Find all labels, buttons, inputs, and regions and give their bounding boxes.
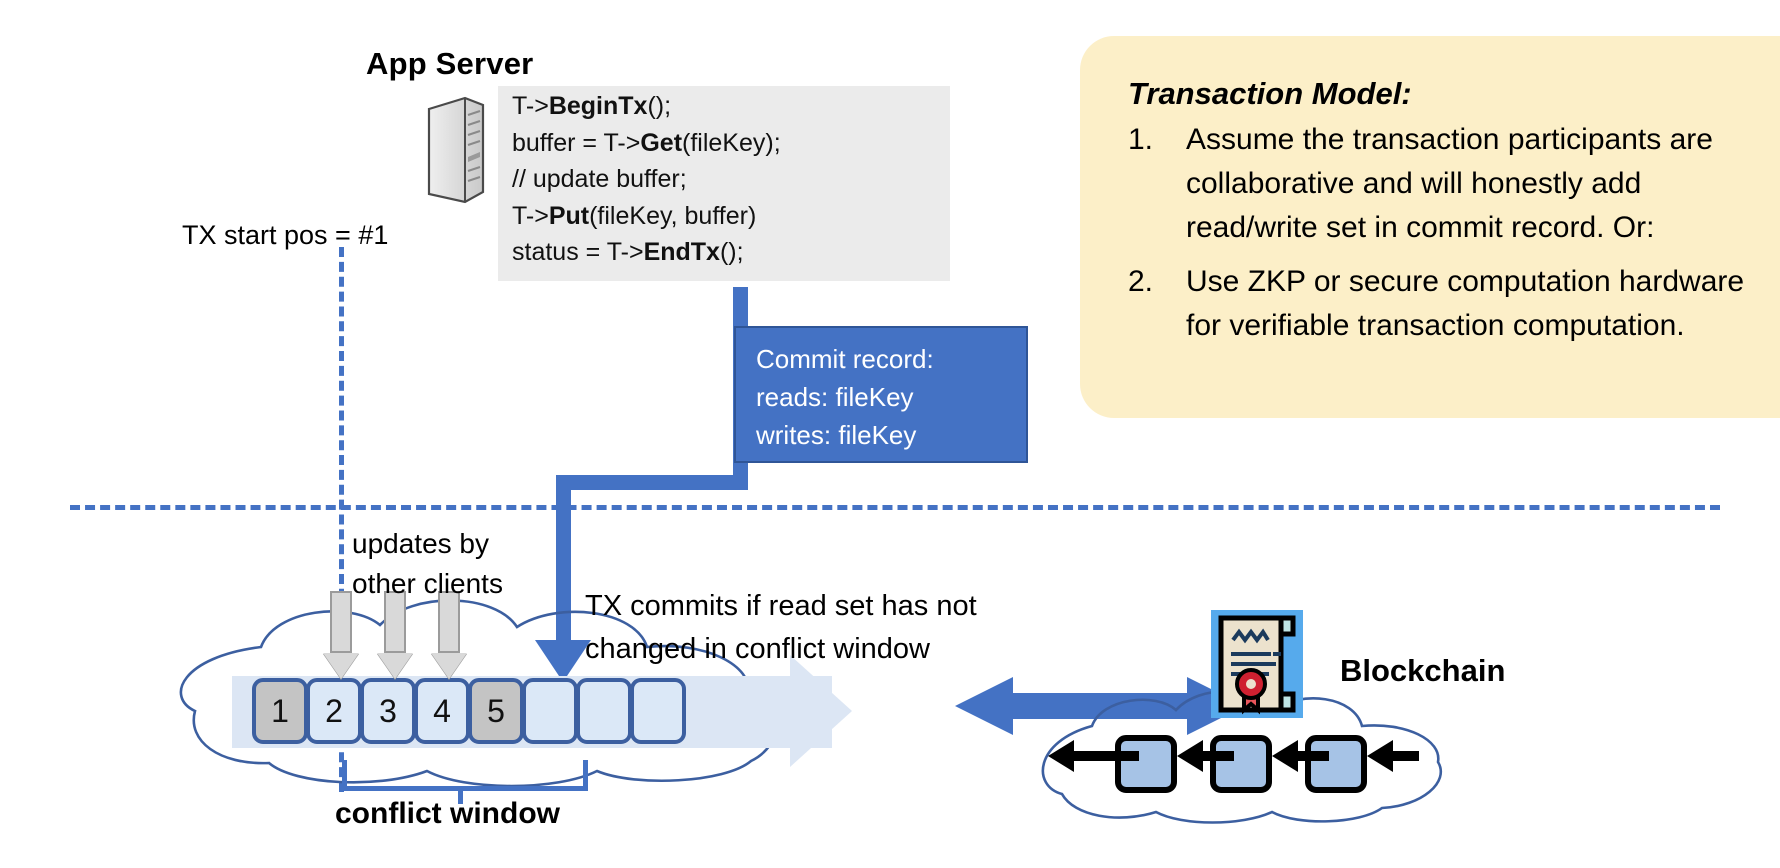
transaction-model-panel: [1080, 36, 1780, 418]
tx-start-dashed-line: [339, 247, 344, 792]
blockchain-block-2[interactable]: [1210, 735, 1272, 793]
ledger-blockchain-sync-arrow-icon: [955, 675, 1245, 737]
ledger-slot-3[interactable]: 3: [360, 678, 416, 744]
transaction-model-item-2-text: Use ZKP or secure computation hardware f…: [1186, 265, 1745, 342]
transaction-model-title: Transaction Model:: [1128, 76, 1412, 111]
tx-commit-note-line2: changed in conflict window: [585, 633, 930, 665]
transaction-model-item-1-number: 1.: [1128, 123, 1154, 156]
transaction-model-item-2: 2. Use ZKP or secure computation hardware…: [1128, 260, 1768, 348]
conflict-window-label: conflict window: [335, 797, 560, 830]
transaction-model-item-1-text: Assume the transaction participants are …: [1186, 123, 1713, 244]
blockchain-block-3[interactable]: [1305, 735, 1367, 793]
updates-label-line2: other clients: [352, 568, 503, 599]
commit-record-line-3: writes: fileKey: [756, 420, 917, 450]
commit-record-line-2: reads: fileKey: [756, 382, 914, 412]
tx-start-pos-label: TX start pos = #1: [182, 220, 389, 250]
code-line-3: // update buffer;: [512, 165, 687, 193]
commit-record-line-1: Commit record:: [756, 344, 934, 374]
commit-record-lines: Commit record: reads: fileKey writes: file…: [756, 340, 1020, 454]
update-arrow-1-icon: [323, 591, 359, 679]
transaction-model-item-1: 1. Assume the transaction participants ar…: [1128, 118, 1768, 250]
app-server-title: App Server: [366, 46, 534, 81]
ledger-slot-2[interactable]: 2: [306, 678, 362, 744]
blockchain-block-1[interactable]: [1115, 735, 1177, 793]
commit-arrow-segment-left: [556, 475, 748, 490]
code-line-5: status = T->EndTx();: [512, 238, 744, 266]
transaction-model-item-2-number: 2.: [1128, 265, 1154, 298]
updates-label-line1: updates by: [352, 528, 489, 559]
code-line-1: T->BeginTx();: [512, 92, 672, 120]
update-arrow-2-icon: [377, 591, 413, 679]
update-arrow-3-icon: [431, 591, 467, 679]
ledger-cloud-shape: [165, 595, 825, 790]
tx-commit-note-line1: TX commits if read set has not: [585, 590, 977, 622]
code-snippet-panel: [498, 86, 950, 281]
commit-arrow-segment-down2: [556, 475, 571, 649]
ledger-slot-5[interactable]: 5: [468, 678, 524, 744]
ledger-slot-7[interactable]: [576, 678, 632, 744]
updates-by-other-clients-label: updates by other clients: [352, 524, 503, 604]
commit-arrow-head-icon: [535, 640, 591, 682]
conflict-window-brace: [342, 760, 588, 791]
commit-record-box: Commit record: reads: fileKey writes: file…: [734, 326, 1028, 463]
tx-commit-condition-label: TX commits if read set has not changed i…: [585, 585, 977, 671]
ledger-slot-1[interactable]: 1: [252, 678, 308, 744]
code-line-4: T->Put(fileKey, buffer): [512, 201, 757, 230]
code-line-2: buffer = T->Get(fileKey);: [512, 128, 781, 157]
certificate-seal-icon: [1211, 610, 1303, 718]
conflict-window-brace-tick: [458, 786, 463, 804]
server-tower-icon: [425, 95, 487, 205]
ledger-slot-6[interactable]: [522, 678, 578, 744]
ledger-strip-arrow-icon: [790, 655, 852, 767]
layer-separator-dashed-line: [70, 505, 1720, 510]
ledger-slot-8[interactable]: [630, 678, 686, 744]
blockchain-label: Blockchain: [1340, 653, 1506, 688]
ledger-slot-4[interactable]: 4: [414, 678, 470, 744]
code-snippet-text: T->BeginTx(); buffer = T->Get(fileKey); //…: [512, 88, 952, 271]
